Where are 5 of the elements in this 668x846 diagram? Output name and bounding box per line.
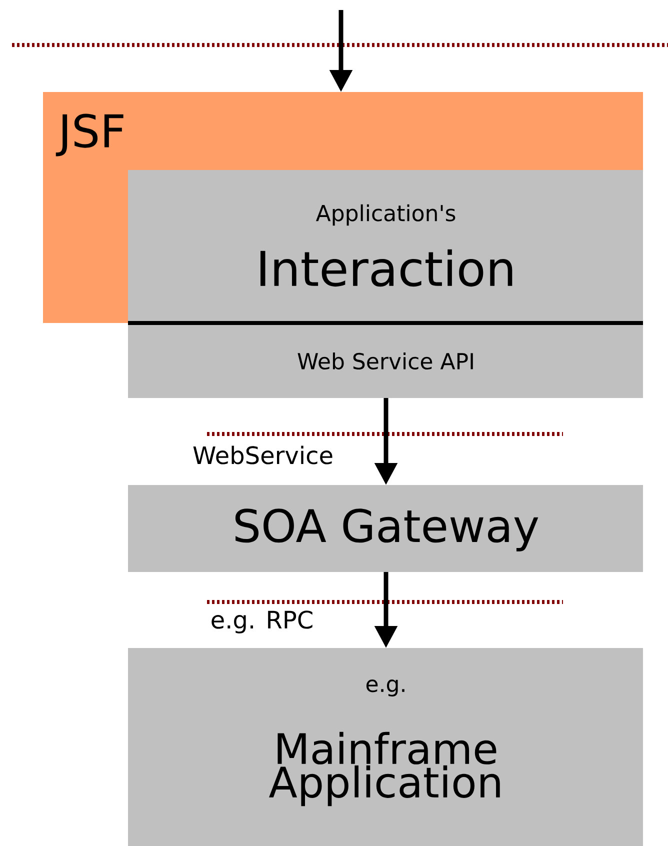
edge-label: WebService	[191, 444, 334, 466]
process-box: SOA Gateway	[128, 485, 643, 572]
edge-label: e.g. RPC	[209, 610, 315, 634]
process-box: Web Service API	[128, 323, 643, 398]
process-box: e.g. Mainframe Application	[128, 648, 643, 846]
